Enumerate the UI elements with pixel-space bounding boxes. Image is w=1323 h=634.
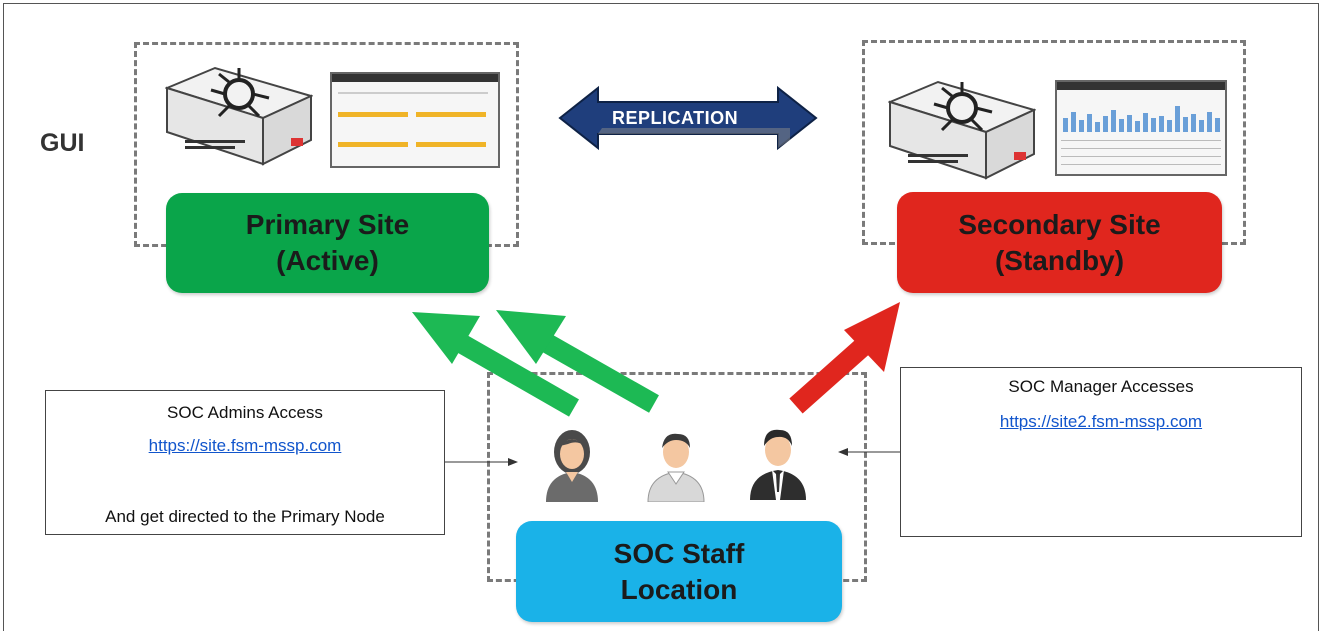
green-arrow-1: [412, 312, 579, 417]
replication-arrow: [558, 85, 818, 151]
admins-title: SOC Admins Access: [167, 403, 323, 422]
green-arrow-2: [496, 310, 659, 413]
manager-title: SOC Manager Accesses: [1008, 377, 1194, 396]
soc-manager-info-box: SOC Manager Accesses https://site2.fsm-m…: [900, 367, 1302, 537]
user-female-icon: [540, 426, 604, 507]
secondary-site-button[interactable]: Secondary Site (Standby): [897, 192, 1222, 293]
outer-frame: [3, 3, 1319, 631]
replication-label: REPLICATION: [612, 108, 739, 128]
primary-dashboard-screenshot-icon: [330, 72, 500, 168]
admins-note: And get directed to the Primary Node: [105, 507, 385, 526]
manager-url-link[interactable]: https://site2.fsm-mssp.com: [999, 412, 1203, 431]
manager-connector-arrow: [838, 448, 900, 456]
soc-staff-location-button[interactable]: SOC Staff Location: [516, 521, 842, 622]
secondary-appliance-icon: [887, 80, 1037, 185]
primary-site-button[interactable]: Primary Site (Active): [166, 193, 489, 293]
red-arrow: [789, 302, 900, 414]
user-suit-icon: [746, 422, 810, 505]
user-male-icon: [644, 426, 708, 507]
gui-label: GUI: [40, 129, 85, 157]
soc-admins-info-box: SOC Admins Access https://site.fsm-mssp.…: [45, 390, 445, 535]
admins-connector-arrow: [445, 458, 518, 466]
admins-url-link[interactable]: https://site.fsm-mssp.com: [148, 436, 342, 455]
secondary-dashboard-screenshot-icon: [1055, 80, 1227, 176]
primary-appliance-icon: [164, 66, 314, 171]
